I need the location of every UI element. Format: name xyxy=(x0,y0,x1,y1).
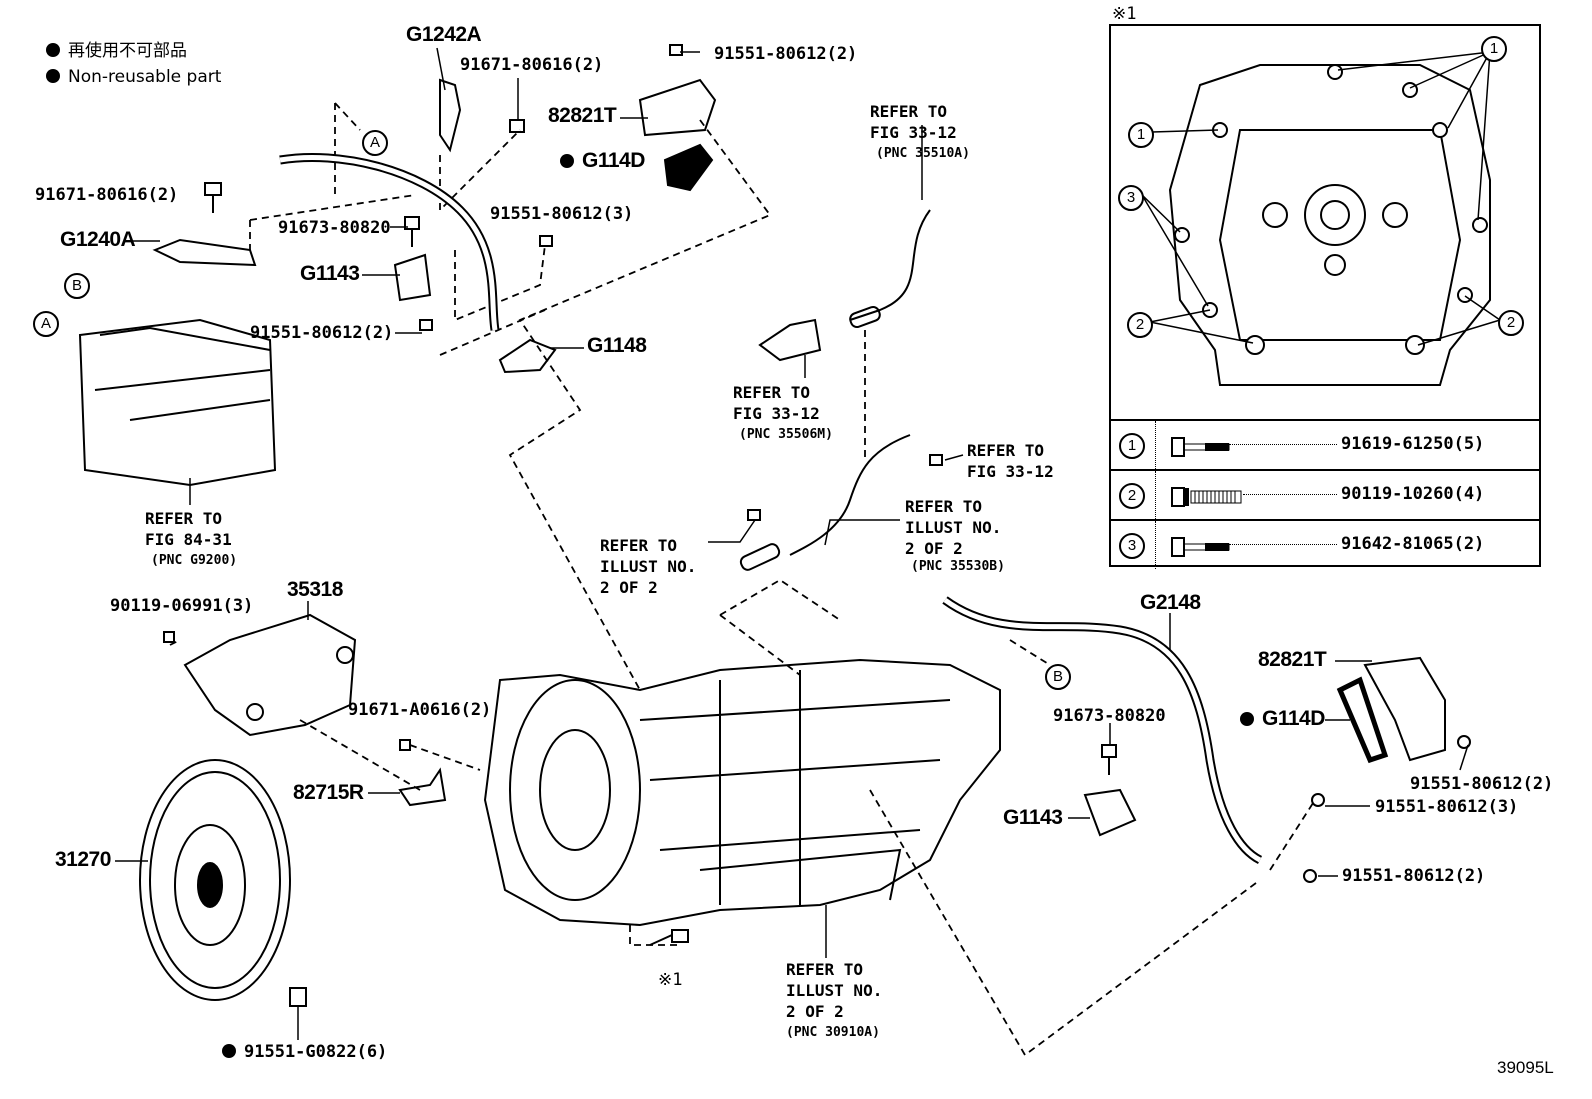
legend-item-en: Non-reusable part xyxy=(46,64,221,90)
part-label[interactable]: 82821T xyxy=(548,104,617,127)
refer-note[interactable]: REFER TO FIG 33-12(PNC 35506M) xyxy=(733,383,833,442)
refer-note[interactable]: REFER TO FIG 84-31(PNC G9200) xyxy=(145,509,238,568)
part-label[interactable]: G1143 xyxy=(300,262,360,285)
part-label-non-reusable[interactable]: 91551-G0822(6) xyxy=(222,1042,387,1062)
part-label[interactable]: 82715R xyxy=(293,781,364,804)
part-label[interactable]: 91551-80612(3) xyxy=(1375,797,1519,817)
part-label[interactable]: 91551-80612(2) xyxy=(714,44,858,64)
part-label[interactable]: 82821T xyxy=(1258,648,1327,671)
part-label[interactable]: 35318 xyxy=(287,578,343,601)
inset-callout-2: 2 xyxy=(1127,312,1153,338)
part-label[interactable]: G1143 xyxy=(1003,806,1063,829)
callout-b: B xyxy=(64,273,90,299)
bolt-icon xyxy=(1171,537,1230,557)
refer-note[interactable]: REFER TO ILLUST NO. 2 OF 2(PNC 35530B) xyxy=(905,497,1005,574)
bolt-table: 1 91619-61250(5) 2 90119-10260(4) 3 9164… xyxy=(1111,419,1539,569)
divider xyxy=(1155,471,1156,519)
inset-callout-3: 3 xyxy=(1118,185,1144,211)
callout-a: A xyxy=(33,311,59,337)
part-label[interactable]: 91671-80616(2) xyxy=(35,185,179,205)
bolt-part-number[interactable]: 91619-61250(5) xyxy=(1341,434,1485,454)
table-row: 3 91642-81065(2) xyxy=(1111,519,1539,569)
leader xyxy=(1229,444,1337,445)
callout-a: A xyxy=(362,130,388,156)
part-label[interactable]: 91671-A0616(2) xyxy=(348,700,492,720)
callout-b: B xyxy=(1045,664,1071,690)
bolt-icon xyxy=(1171,437,1230,457)
row-number: 2 xyxy=(1119,483,1145,509)
part-label[interactable]: 31270 xyxy=(55,848,111,871)
inset-callout-2: 2 xyxy=(1498,310,1524,336)
part-label[interactable]: G1148 xyxy=(587,334,647,357)
part-label[interactable]: 91673-80820 xyxy=(1053,706,1166,726)
legend: 再使用不可部品 Non-reusable part xyxy=(46,38,221,90)
inset-bolt-detail: 1 1 3 2 2 1 91619-61250(5) 2 90119-10260… xyxy=(1109,24,1541,569)
part-label[interactable]: 91551-80612(2) xyxy=(250,323,394,343)
figure-code: 39095L xyxy=(1497,1058,1554,1077)
part-label-non-reusable[interactable]: G114D xyxy=(560,150,645,171)
part-label[interactable]: G1240A xyxy=(60,228,136,251)
non-reusable-dot-icon xyxy=(1240,712,1254,726)
row-number: 3 xyxy=(1119,533,1145,559)
part-label[interactable]: 91551-80612(2) xyxy=(1342,866,1486,886)
inset-callout-1: 1 xyxy=(1481,36,1507,62)
part-label[interactable]: G2148 xyxy=(1140,591,1201,614)
bolt-icon xyxy=(1171,487,1242,507)
part-label[interactable]: 91551-80612(3) xyxy=(490,204,634,224)
leader xyxy=(1229,544,1337,545)
bolt-part-number[interactable]: 91642-81065(2) xyxy=(1341,534,1485,554)
divider xyxy=(1155,521,1156,569)
non-reusable-dot-icon xyxy=(222,1044,236,1058)
part-label-non-reusable[interactable]: G114D xyxy=(1240,708,1325,729)
leader xyxy=(1243,494,1337,495)
dashed-leaders xyxy=(169,102,1316,1057)
bolt-part-number[interactable]: 90119-10260(4) xyxy=(1341,484,1485,504)
inset-leaders xyxy=(1141,51,1501,346)
inset-title: ※1 xyxy=(1112,4,1137,24)
part-label[interactable]: G1242A xyxy=(406,23,482,46)
part-label[interactable]: 90119-06991(3) xyxy=(110,596,254,616)
row-number: 1 xyxy=(1119,433,1145,459)
divider xyxy=(1155,421,1156,469)
non-reusable-dot-icon xyxy=(560,154,574,168)
part-label[interactable]: 91673-80820 xyxy=(278,218,391,238)
note-reference: ※1 xyxy=(658,970,683,990)
inset-callout-1: 1 xyxy=(1128,122,1154,148)
part-label[interactable]: 91671-80616(2) xyxy=(460,55,604,75)
refer-note[interactable]: REFER TO FIG 33-12(PNC 35510A) xyxy=(870,102,970,161)
table-row: 1 91619-61250(5) xyxy=(1111,419,1539,469)
table-row: 2 90119-10260(4) xyxy=(1111,469,1539,519)
legend-item-jp: 再使用不可部品 xyxy=(46,38,221,64)
refer-note[interactable]: REFER TO ILLUST NO. 2 OF 2(PNC 30910A) xyxy=(786,960,883,1040)
refer-note[interactable]: REFER TO ILLUST NO. 2 OF 2 xyxy=(600,536,697,597)
non-reusable-dot-icon xyxy=(46,43,60,57)
part-label[interactable]: 91551-80612(2) xyxy=(1410,774,1554,794)
non-reusable-dot-icon xyxy=(46,69,60,83)
refer-note[interactable]: REFER TO FIG 33-12 xyxy=(967,441,1054,481)
